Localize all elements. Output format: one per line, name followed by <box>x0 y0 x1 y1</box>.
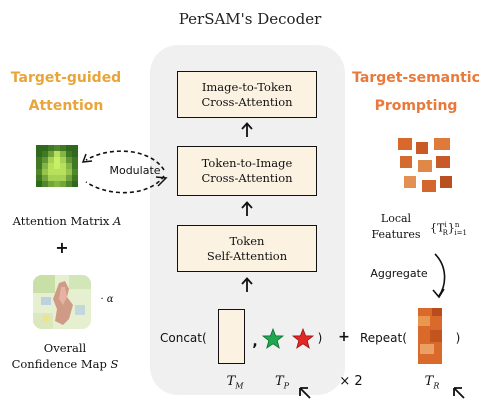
mask-token-rect <box>218 309 245 364</box>
concat-label: Concat( <box>160 331 207 345</box>
times-two-label: × 2 <box>339 374 363 389</box>
alpha-multiplier: · α <box>100 294 114 305</box>
arrow-up-icon <box>241 122 253 137</box>
plus-sign: + <box>55 238 69 257</box>
modulate-label: Modulate <box>109 164 161 177</box>
aggregate-label: Aggregate <box>370 267 428 280</box>
confidence-map-image <box>33 275 91 329</box>
local-features-notation: {TiR}ni=1 <box>430 221 467 237</box>
green-star-icon <box>262 328 285 349</box>
red-star-icon <box>291 328 315 349</box>
arrow-up-icon <box>241 201 253 216</box>
arrow-up-icon <box>241 277 253 292</box>
modulate-dashed-arrows <box>81 150 168 194</box>
target-token-image <box>418 308 442 364</box>
close-paren-1: ) <box>317 331 323 345</box>
plus-sign-bottom: + <box>338 329 350 345</box>
comma: , <box>252 334 258 350</box>
prompt-tokens-stars <box>262 328 315 349</box>
aggregate-curved-arrow <box>432 253 446 299</box>
tr-label: TR <box>424 374 440 391</box>
repeat-label: Repeat( <box>360 331 407 345</box>
tm-label: TM <box>226 374 244 391</box>
attention-matrix-heatmap <box>36 145 78 187</box>
tp-label: TP <box>274 374 290 391</box>
local-features-image <box>398 138 458 204</box>
attention-matrix-caption: Attention Matrix A <box>12 214 122 228</box>
corner-arrow-icon <box>453 387 465 399</box>
close-paren-2: ) <box>455 331 461 345</box>
corner-arrow-icon <box>299 387 311 399</box>
diagram-title: PerSAM's Decoder <box>178 10 322 28</box>
